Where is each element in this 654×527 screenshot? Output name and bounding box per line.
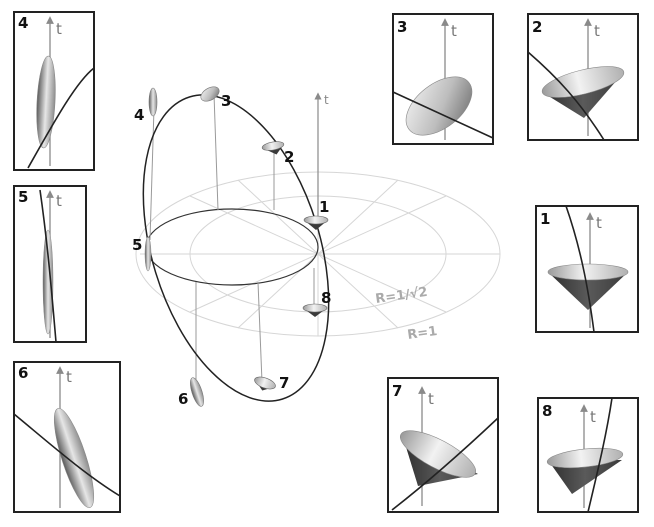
panel-7: 7 t	[387, 377, 499, 513]
panel-8-number: 8	[542, 402, 552, 420]
orbit-cones	[144, 86, 329, 407]
orbit-label-1: 1	[319, 198, 329, 216]
panel-5: 5 t	[13, 185, 87, 343]
orbit-label-3: 3	[221, 92, 231, 110]
panel-5-number: 5	[18, 188, 28, 206]
panel-1: 1 t	[535, 205, 639, 333]
panel-2-axis-label: t	[594, 22, 600, 40]
radius-label-inner: R=1/√2	[374, 285, 428, 307]
panel-6-axis-label: t	[66, 368, 72, 386]
central-scene: t	[132, 86, 501, 408]
panel-6: 6 t	[13, 361, 121, 513]
orbit-label-6: 6	[178, 390, 188, 408]
panel-8-axis-label: t	[590, 408, 596, 426]
panel-4-axis-label: t	[56, 20, 62, 38]
panel-4-number: 4	[18, 14, 28, 32]
drop-lines	[149, 93, 315, 392]
orbit-label-4: 4	[134, 106, 144, 124]
panel-3-axis-label: t	[451, 22, 457, 40]
time-axis-label: t	[324, 93, 329, 107]
panel-4: 4 t	[13, 11, 95, 171]
panel-2-number: 2	[532, 18, 542, 36]
panel-6-number: 6	[18, 364, 28, 382]
panel-1-axis-label: t	[596, 214, 602, 232]
panel-5-axis-label: t	[56, 192, 62, 210]
panel-7-number: 7	[392, 382, 402, 400]
panel-2: 2 t	[527, 13, 639, 141]
orbit-label-5: 5	[132, 236, 142, 254]
panel-3-number: 3	[397, 18, 407, 36]
projected-circle	[145, 208, 319, 286]
orbit-label-7: 7	[279, 374, 289, 392]
panel-7-axis-label: t	[428, 390, 434, 408]
radius-label-outer: R=1	[406, 324, 438, 343]
panel-3: 3 t	[392, 13, 494, 145]
orbit-label-8: 8	[321, 289, 331, 307]
panel-8: 8 t	[537, 397, 639, 513]
orbit-label-2: 2	[284, 148, 294, 166]
panel-1-number: 1	[540, 210, 550, 228]
